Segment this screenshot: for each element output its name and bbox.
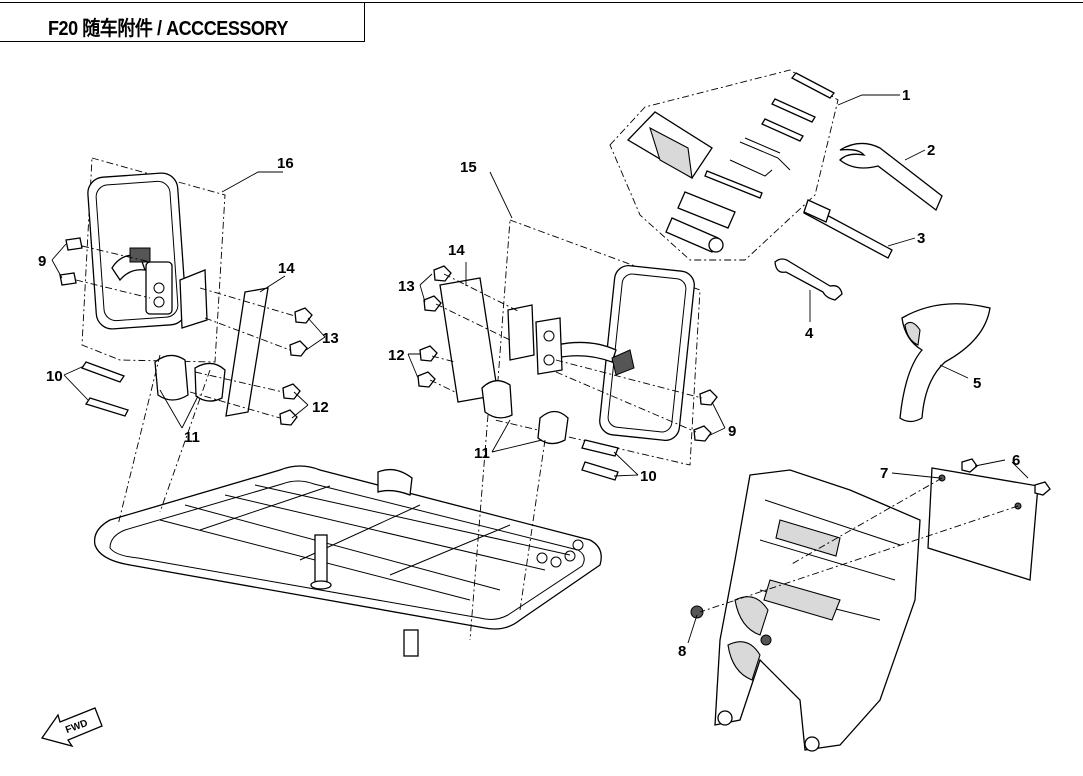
license-plate	[699, 458, 1051, 613]
callout-5: 5	[973, 375, 981, 392]
callout-15: 15	[460, 159, 477, 176]
callout-10-left: 10	[46, 368, 63, 385]
callout-12-right: 12	[388, 347, 405, 364]
spanner-2	[839, 142, 943, 212]
left-mirror-group	[59, 157, 313, 426]
callout-11-left: 11	[184, 429, 200, 446]
tool-kit-group	[609, 69, 839, 261]
callout-numbers: 1 2 3 4 5 6 7 8 9 9 10 10 11 11 12 12 13…	[38, 87, 1020, 660]
callout-13-right: 13	[398, 278, 415, 295]
leader-lines	[51, 94, 1029, 644]
callout-16: 16	[277, 155, 294, 172]
header-rule	[365, 2, 1083, 3]
mount-line-left	[117, 354, 211, 526]
callout-11-right: 11	[474, 445, 490, 462]
callout-9-right: 9	[728, 423, 736, 440]
right-mirror-group	[417, 219, 718, 481]
license-bracket	[690, 469, 921, 752]
title-box: F20 随车附件 / ACCCESSORY	[0, 2, 365, 42]
callout-13-left: 13	[322, 330, 339, 347]
callout-1: 1	[902, 87, 910, 104]
callout-2: 2	[927, 142, 935, 159]
mount-line-right	[469, 414, 546, 641]
callout-14-right: 14	[448, 242, 465, 259]
callout-10-right: 10	[640, 468, 657, 485]
fwd-arrow: FWD	[40, 707, 103, 748]
callout-7: 7	[880, 465, 888, 482]
callout-3: 3	[917, 230, 925, 247]
pouch-5	[899, 303, 991, 423]
callout-9-left: 9	[38, 253, 46, 270]
callout-6: 6	[1012, 452, 1020, 469]
callout-12-left: 12	[312, 399, 329, 416]
callout-14-left: 14	[278, 260, 295, 277]
cargo-rack-frame	[93, 465, 602, 657]
page-title: F20 随车附件 / ACCCESSORY	[48, 18, 288, 40]
wrench-4	[774, 258, 843, 301]
tool-3	[803, 199, 893, 259]
callout-8: 8	[678, 643, 686, 660]
callout-4: 4	[805, 325, 814, 342]
